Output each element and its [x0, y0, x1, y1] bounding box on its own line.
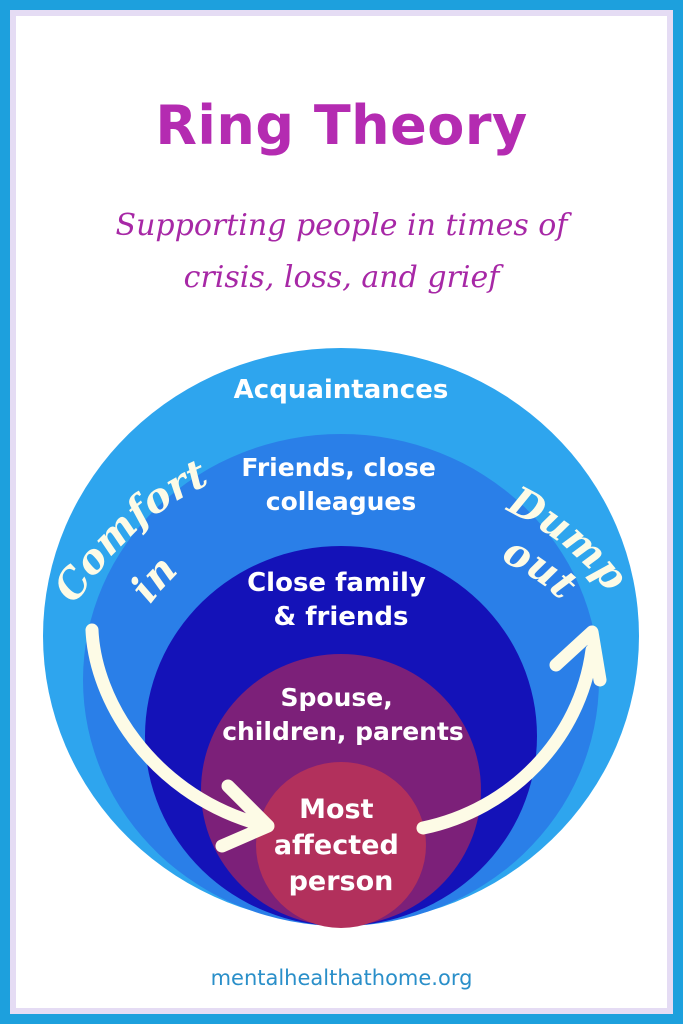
subtitle-line-1: Supporting people in times of: [115, 208, 568, 243]
curved-arrow-out-icon: [416, 625, 607, 835]
label-close-family: Close family & friends: [247, 568, 435, 632]
label-spouse-line-1: Spouse,: [281, 683, 393, 712]
label-most-affected-line-1: Most: [299, 794, 373, 825]
website-footer: mentalhealthathome.org: [210, 966, 473, 990]
label-most-affected: Most affected person: [274, 794, 408, 897]
label-friends-colleagues: Friends, close colleagues: [241, 453, 444, 516]
label-friends-line-1: Friends, close: [241, 453, 436, 482]
label-friends-line-2: colleagues: [266, 487, 417, 516]
label-close-family-line-2: & friends: [273, 602, 408, 632]
curved-arrow-in-icon: [85, 623, 275, 853]
page-title: Ring Theory: [155, 94, 528, 157]
label-most-affected-line-3: person: [289, 866, 394, 897]
label-close-family-line-1: Close family: [247, 568, 426, 598]
label-acquaintances: Acquaintances: [234, 375, 449, 405]
label-spouse-children-parents: Spouse, children, parents: [222, 683, 464, 746]
subtitle: Supporting people in times of crisis, lo…: [60, 200, 623, 304]
subtitle-line-2: crisis, loss, and grief: [183, 260, 500, 295]
ring-most-affected: [256, 762, 426, 928]
label-most-affected-line-2: affected: [274, 830, 399, 861]
label-spouse-line-2: children, parents: [222, 717, 464, 746]
label-acquaintances-line: Acquaintances: [234, 375, 449, 405]
